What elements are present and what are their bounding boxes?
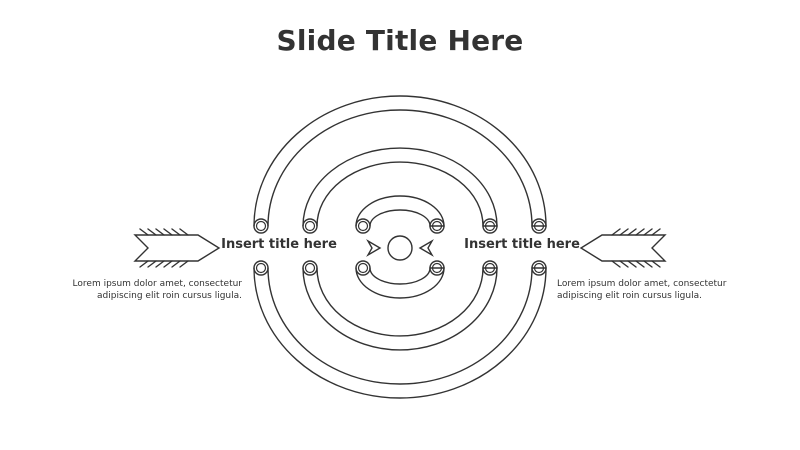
second-arc-bottom: [302, 267, 498, 351]
left-section-title: Insert title here: [221, 237, 337, 252]
second-arc-top: [302, 147, 498, 227]
center-arrow-left-icon: [366, 239, 382, 257]
feathered-arrow-right-icon: [133, 228, 221, 268]
center-arrow-right-icon: [418, 239, 434, 257]
outer-arc-top: [253, 95, 547, 227]
arc-end-caps: [253, 218, 547, 276]
slide-title: Slide Title Here: [276, 24, 524, 57]
feathered-arrow-left-icon: [579, 228, 667, 268]
target-center-icon: [387, 235, 413, 261]
right-section-description: Lorem ipsum dolor amet, consectetur adip…: [557, 279, 727, 301]
arc-end-cap-dots: [255, 220, 545, 274]
outer-arc-bottom: [253, 267, 547, 399]
right-section-title: Insert title here: [464, 237, 580, 252]
left-section-description: Lorem ipsum dolor amet, consectetur adip…: [72, 279, 242, 301]
